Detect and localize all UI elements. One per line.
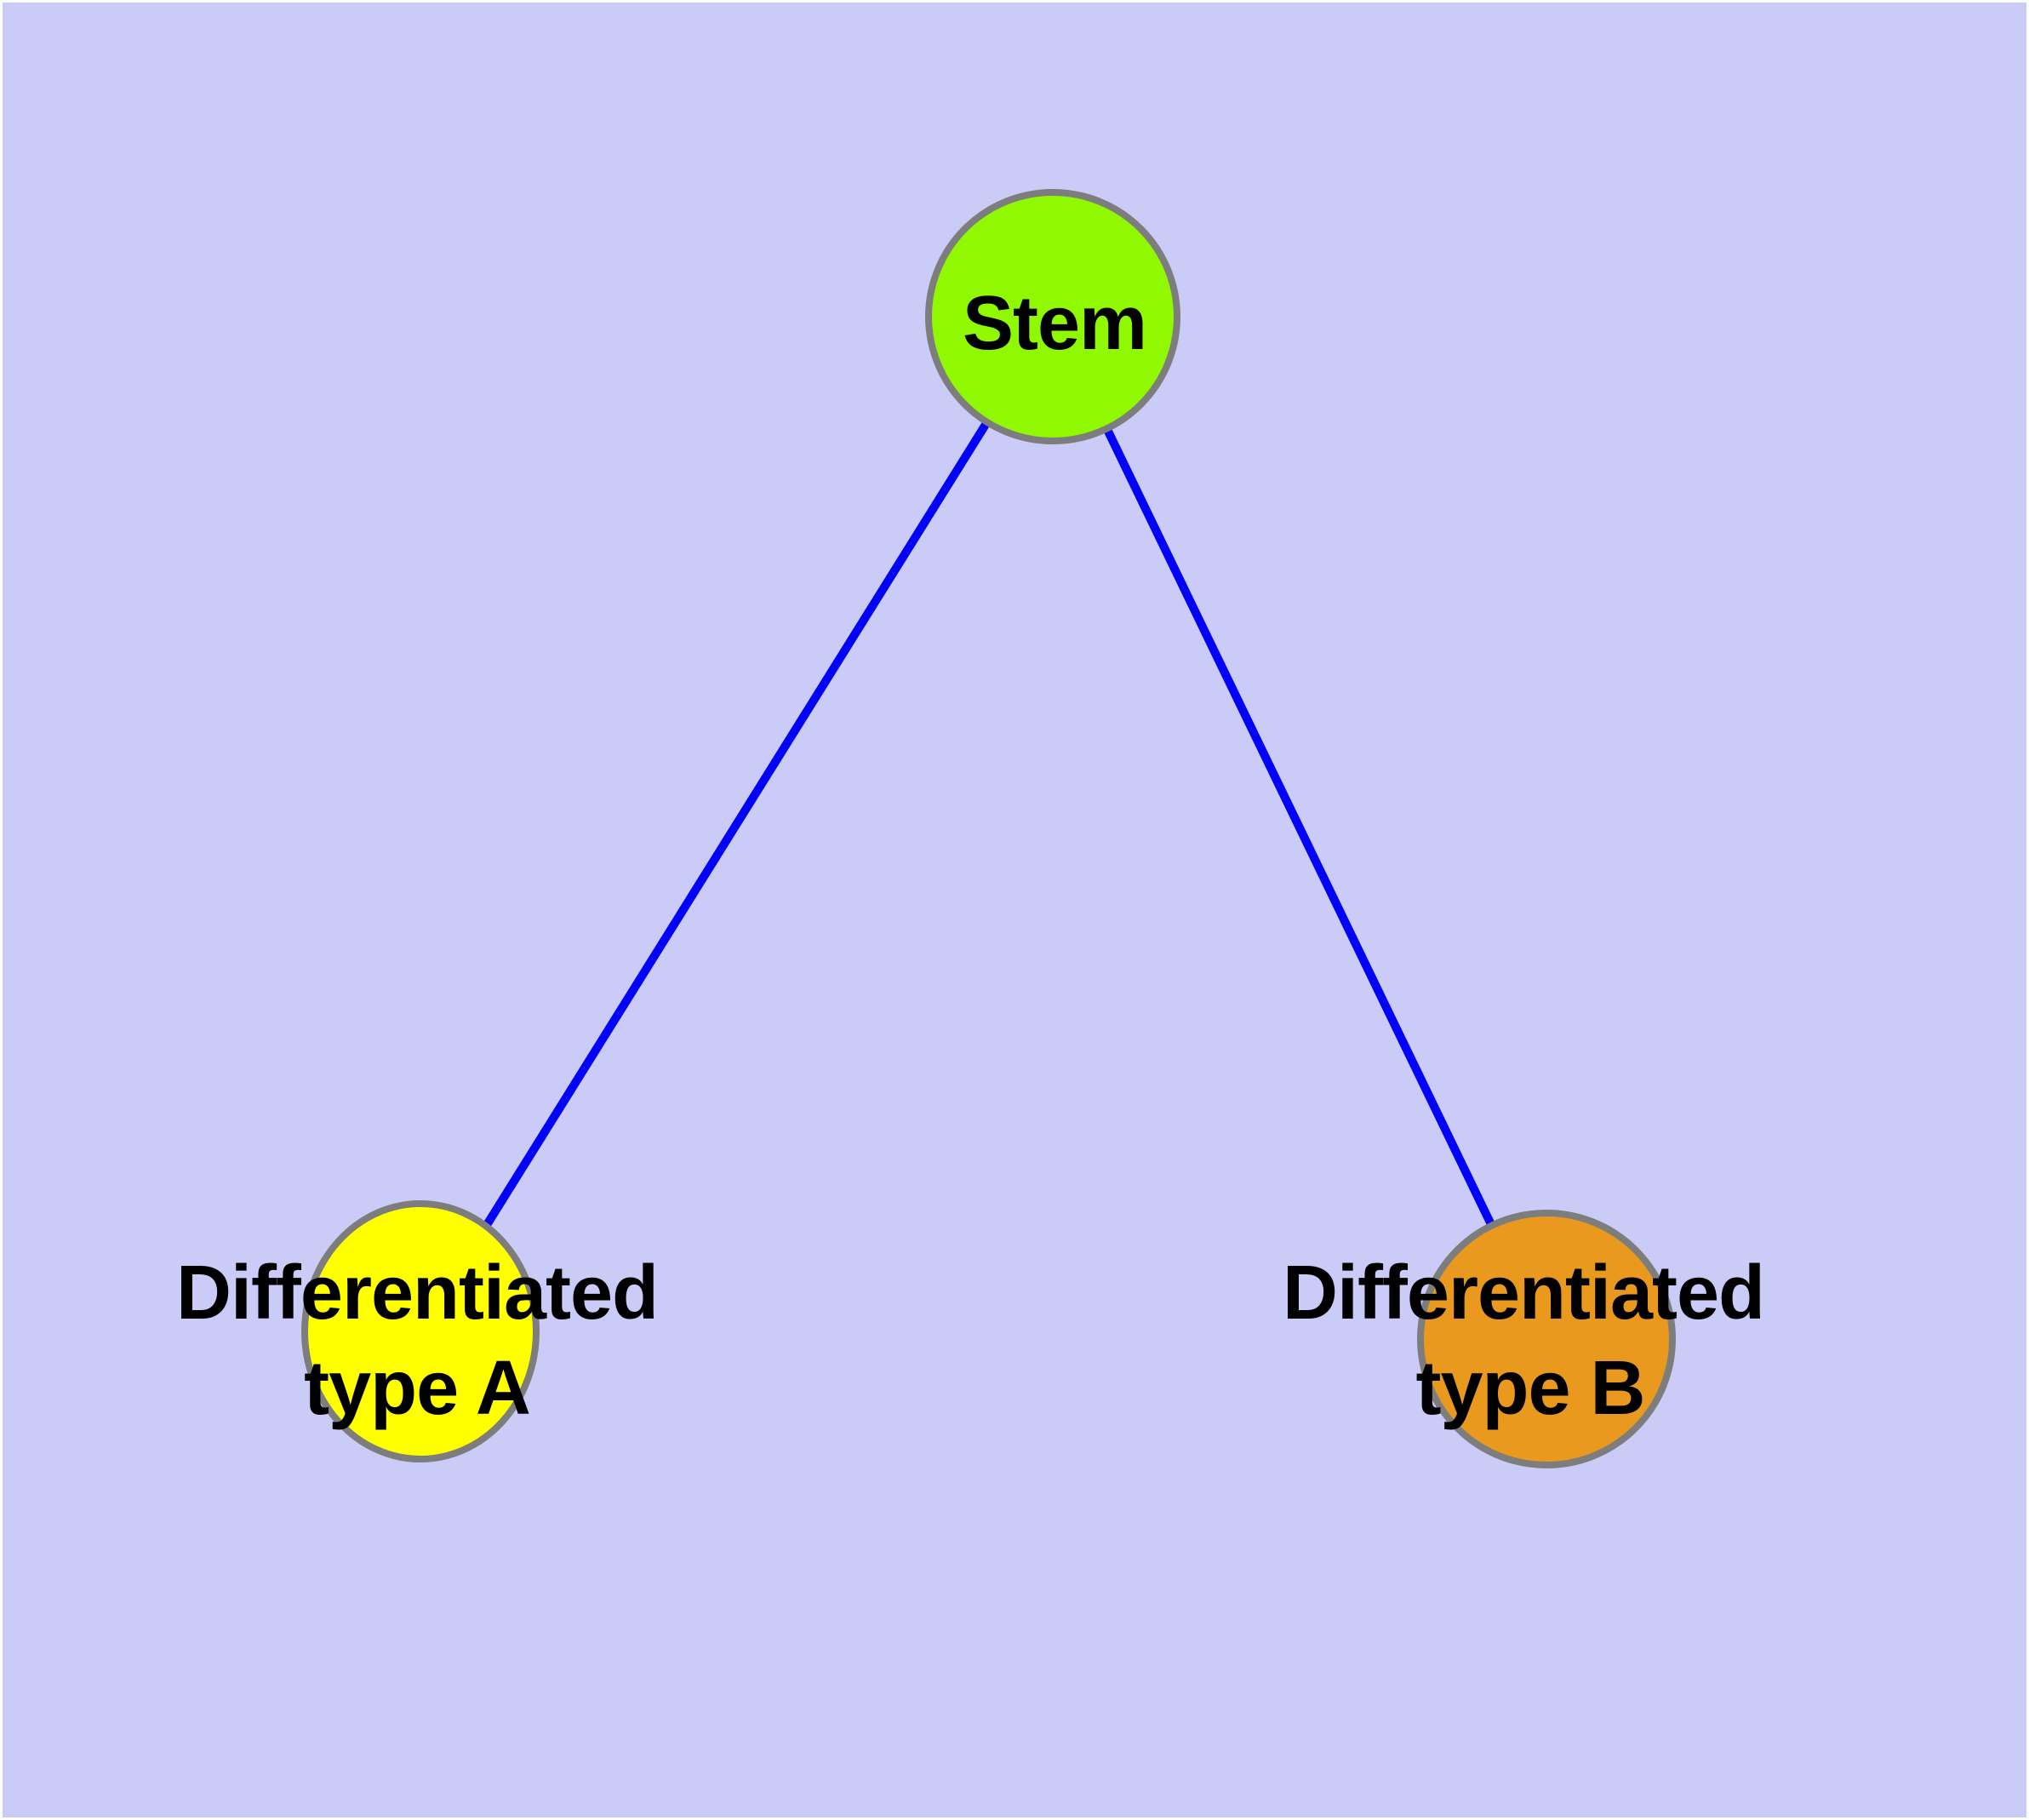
type-b-label-line2: type B (1415, 1346, 1644, 1431)
label-group: Stem Differentiated type A Differentiate… (176, 281, 1765, 1431)
node-group (301, 189, 1676, 1468)
edge-group (416, 314, 1551, 1342)
edge-stem-to-type-a (416, 314, 1057, 1334)
node-differentiated-type-a (301, 1200, 540, 1462)
stem-node-label: Stem (963, 281, 1146, 366)
type-a-label-line2: type A (304, 1346, 530, 1431)
type-a-label-line1: Differentiated (176, 1251, 658, 1336)
type-b-label-line1: Differentiated (1283, 1251, 1764, 1336)
node-stem (925, 189, 1180, 444)
edge-stem-to-type-b (1049, 314, 1551, 1342)
node-differentiated-type-b (1417, 1210, 1676, 1468)
